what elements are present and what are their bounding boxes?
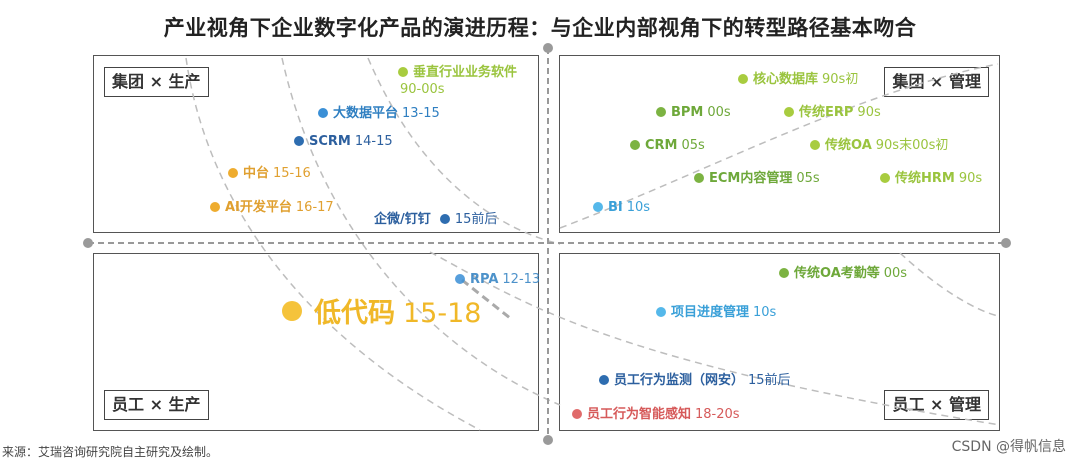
item-employee-monitoring: 员工行为监测（网安）15前后 bbox=[599, 373, 791, 389]
axis-end-bottom bbox=[543, 435, 553, 445]
source-note: 来源：艾瑞咨询研究院自主研究及绘制。 bbox=[2, 445, 219, 459]
dot-icon bbox=[572, 409, 582, 419]
quadrant-label-staff-management: 员工 × 管理 bbox=[884, 390, 989, 420]
dot-icon bbox=[656, 307, 666, 317]
dot-icon bbox=[228, 168, 238, 178]
quadrant-label-group-management: 集团 × 管理 bbox=[884, 67, 989, 97]
dot-icon bbox=[630, 140, 640, 150]
dot-icon bbox=[880, 173, 890, 183]
dot-icon bbox=[810, 140, 820, 150]
dot-icon bbox=[694, 173, 704, 183]
dot-icon bbox=[210, 202, 220, 212]
quadrant-label-group-production: 集团 × 生产 bbox=[104, 67, 209, 97]
item-vertical-software: 垂直行业业务软件 90-00s bbox=[398, 65, 518, 97]
axis-end-right bbox=[1001, 238, 1011, 248]
dot-icon bbox=[593, 202, 603, 212]
quadrant-label-staff-production: 员工 × 生产 bbox=[104, 390, 209, 420]
item-wework-dingtalk: 企微/钉钉 15前后 bbox=[374, 212, 498, 227]
page-title: 产业视角下企业数字化产品的演进历程：与企业内部视角下的转型路径基本吻合 bbox=[163, 16, 917, 40]
axis-end-top bbox=[543, 43, 553, 53]
dot-icon bbox=[738, 74, 748, 84]
axis-end-left bbox=[83, 238, 93, 248]
dot-icon bbox=[294, 136, 304, 146]
dot-icon bbox=[455, 274, 465, 284]
dot-icon bbox=[282, 301, 302, 321]
dot-icon bbox=[398, 67, 408, 77]
dot-icon bbox=[784, 107, 794, 117]
dot-icon bbox=[656, 107, 666, 117]
dot-icon bbox=[439, 214, 450, 224]
dot-icon bbox=[318, 108, 328, 118]
dot-icon bbox=[779, 268, 789, 278]
dot-icon bbox=[599, 375, 609, 385]
item-period: 90-00s bbox=[400, 82, 445, 97]
watermark: CSDN @得帆信息 bbox=[951, 439, 1066, 455]
